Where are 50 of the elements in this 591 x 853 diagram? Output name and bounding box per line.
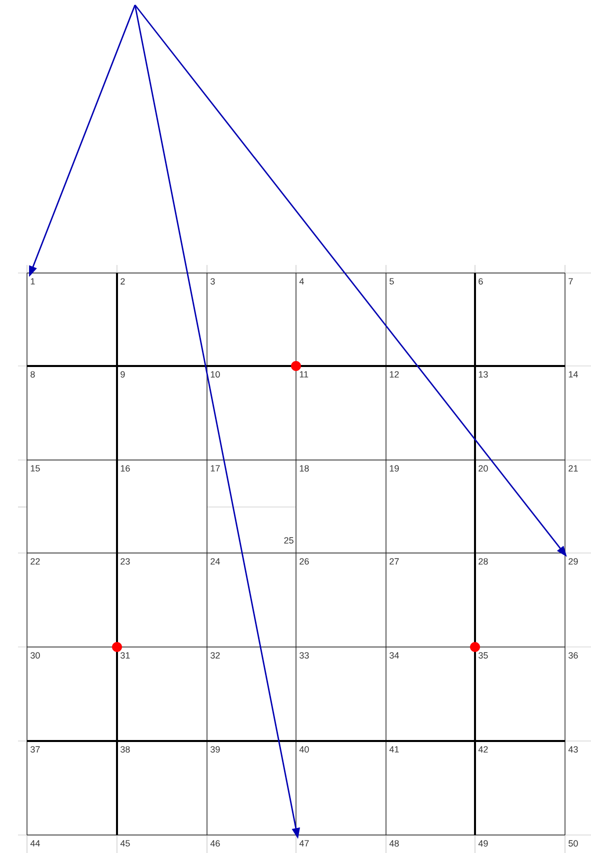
- number-label: 27: [390, 558, 399, 564]
- number-label: 24: [210, 558, 220, 564]
- number-label: 29: [568, 558, 578, 565]
- number-label: 35: [478, 652, 488, 659]
- number-label: 38: [120, 746, 130, 753]
- number-label: 10: [210, 371, 220, 378]
- number-label: 18: [300, 465, 309, 472]
- number-label: 23: [120, 558, 130, 565]
- number-label: 17: [210, 465, 220, 472]
- number-label: 12: [390, 371, 399, 378]
- number-label: 14: [568, 371, 578, 378]
- number-label: 44: [30, 840, 40, 846]
- number-label: 22: [30, 558, 40, 564]
- number-label: 26: [300, 558, 309, 565]
- number-label: 32: [210, 652, 220, 659]
- number-label: 16: [120, 465, 130, 472]
- number-label: 6: [478, 278, 483, 285]
- number-label: 48: [389, 840, 399, 847]
- number-label: 40: [299, 746, 309, 753]
- number-label: 31: [120, 652, 130, 659]
- number-label: 39: [210, 746, 220, 753]
- number-label: 19: [390, 465, 399, 472]
- number-label: 36: [568, 652, 578, 659]
- number-label: 34: [390, 652, 399, 659]
- number-label: 45: [120, 840, 130, 846]
- number-label: 49: [478, 840, 488, 847]
- number-label: 28: [478, 558, 488, 565]
- number-label: 3: [210, 278, 215, 285]
- number-label: 25: [284, 537, 294, 544]
- number-label: 21: [568, 465, 578, 472]
- number-label: 9: [120, 371, 125, 378]
- number-label: 33: [300, 652, 309, 659]
- number-label: 20: [478, 465, 488, 472]
- number-label: 2: [120, 278, 125, 284]
- number-label: 47: [299, 840, 309, 846]
- number-label: 50: [568, 840, 578, 847]
- number-label: 5: [390, 278, 394, 284]
- number-label: 30: [30, 652, 40, 659]
- number-label: 11: [300, 371, 308, 378]
- number-label: 43: [568, 746, 578, 753]
- number-label: 15: [30, 465, 40, 472]
- number-label: 4: [299, 278, 304, 284]
- number-label: 41: [389, 746, 399, 752]
- number-label: 8: [30, 371, 35, 378]
- number-label: 1: [30, 278, 35, 284]
- number-label: 46: [210, 840, 220, 847]
- number-label: 7: [568, 278, 573, 284]
- number-label: 42: [478, 746, 488, 752]
- number-label: 13: [478, 371, 488, 378]
- number-label: 37: [30, 746, 40, 753]
